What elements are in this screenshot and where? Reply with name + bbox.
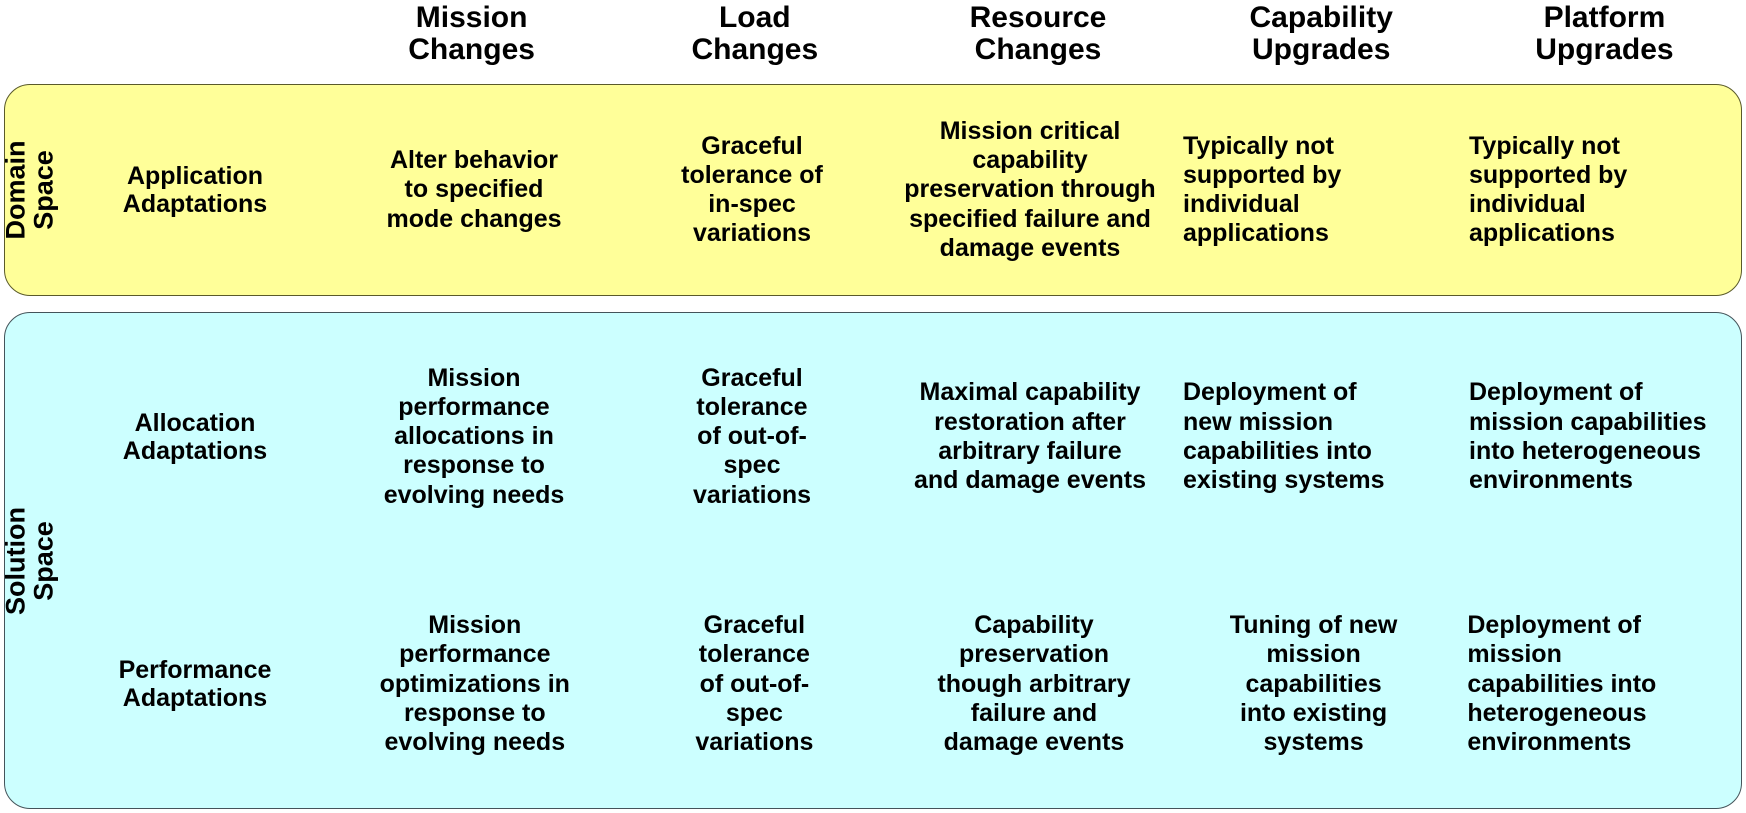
row-allocation-adaptations: Allocation Adaptations Mission performan… xyxy=(55,313,1741,561)
cell-performance-platform-upgrades: Deployment of mission capabilities into … xyxy=(1467,611,1657,757)
column-header-row: Mission Changes Load Changes Resource Ch… xyxy=(0,0,1746,82)
cell-performance-capability-upgrades: Tuning of new mission capabilities into … xyxy=(1229,611,1398,757)
cell-performance-resource-changes: Capability preservation though arbitrary… xyxy=(937,611,1131,757)
cell-allocation-platform-upgrades: Deployment of mission capabilities into … xyxy=(1469,378,1707,494)
cell-allocation-load-changes: Graceful tolerance of out-of- spec varia… xyxy=(692,363,812,509)
column-header-resource-changes: Resource Changes xyxy=(969,1,1107,67)
column-header-capability-upgrades: Capability Upgrades xyxy=(1249,1,1393,67)
cell-application-mission-changes: Alter behavior to specified mode changes xyxy=(386,146,562,233)
row-label-performance-adaptations: Performance Adaptations xyxy=(118,656,272,713)
column-header-mission-changes: Mission Changes xyxy=(408,1,535,67)
domain-space-band: Domain Space Application Adaptations Alt… xyxy=(1,84,1742,296)
cell-performance-mission-changes: Mission performance optimizations in res… xyxy=(379,611,570,757)
cell-application-load-changes: Graceful tolerance of in-spec variations xyxy=(681,131,823,248)
solution-space-body: Allocation Adaptations Mission performan… xyxy=(55,313,1741,808)
domain-space-label: Domain Space xyxy=(0,140,59,240)
cell-application-platform-upgrades: Typically not supported by individual ap… xyxy=(1469,131,1628,248)
cell-allocation-resource-changes: Maximal capability restoration after arb… xyxy=(913,378,1147,494)
row-label-application-adaptations: Application Adaptations xyxy=(122,162,268,218)
row-label-allocation-adaptations: Allocation Adaptations xyxy=(122,408,268,465)
cell-performance-load-changes: Graceful tolerance of out-of- spec varia… xyxy=(695,611,814,757)
row-application-adaptations: Application Adaptations Alter behavior t… xyxy=(55,85,1741,295)
cell-allocation-capability-upgrades: Deployment of new mission capabilities i… xyxy=(1183,378,1385,494)
column-header-load-changes: Load Changes xyxy=(691,1,819,67)
cell-application-resource-changes: Mission critical capability preservation… xyxy=(904,116,1156,262)
cell-application-capability-upgrades: Typically not supported by individual ap… xyxy=(1183,131,1342,248)
solution-space-label: Solution Space xyxy=(0,506,59,615)
row-performance-adaptations: Performance Adaptations Mission performa… xyxy=(55,561,1741,809)
solution-space-band: Solution Space Allocation Adaptations Mi… xyxy=(1,312,1742,809)
domain-space-rail: Domain Space xyxy=(1,85,59,295)
column-header-platform-upgrades: Platform Upgrades xyxy=(1535,1,1674,67)
solution-space-rail: Solution Space xyxy=(1,313,59,808)
cell-allocation-mission-changes: Mission performance allocations in respo… xyxy=(383,363,565,509)
domain-space-body: Application Adaptations Alter behavior t… xyxy=(55,85,1741,295)
